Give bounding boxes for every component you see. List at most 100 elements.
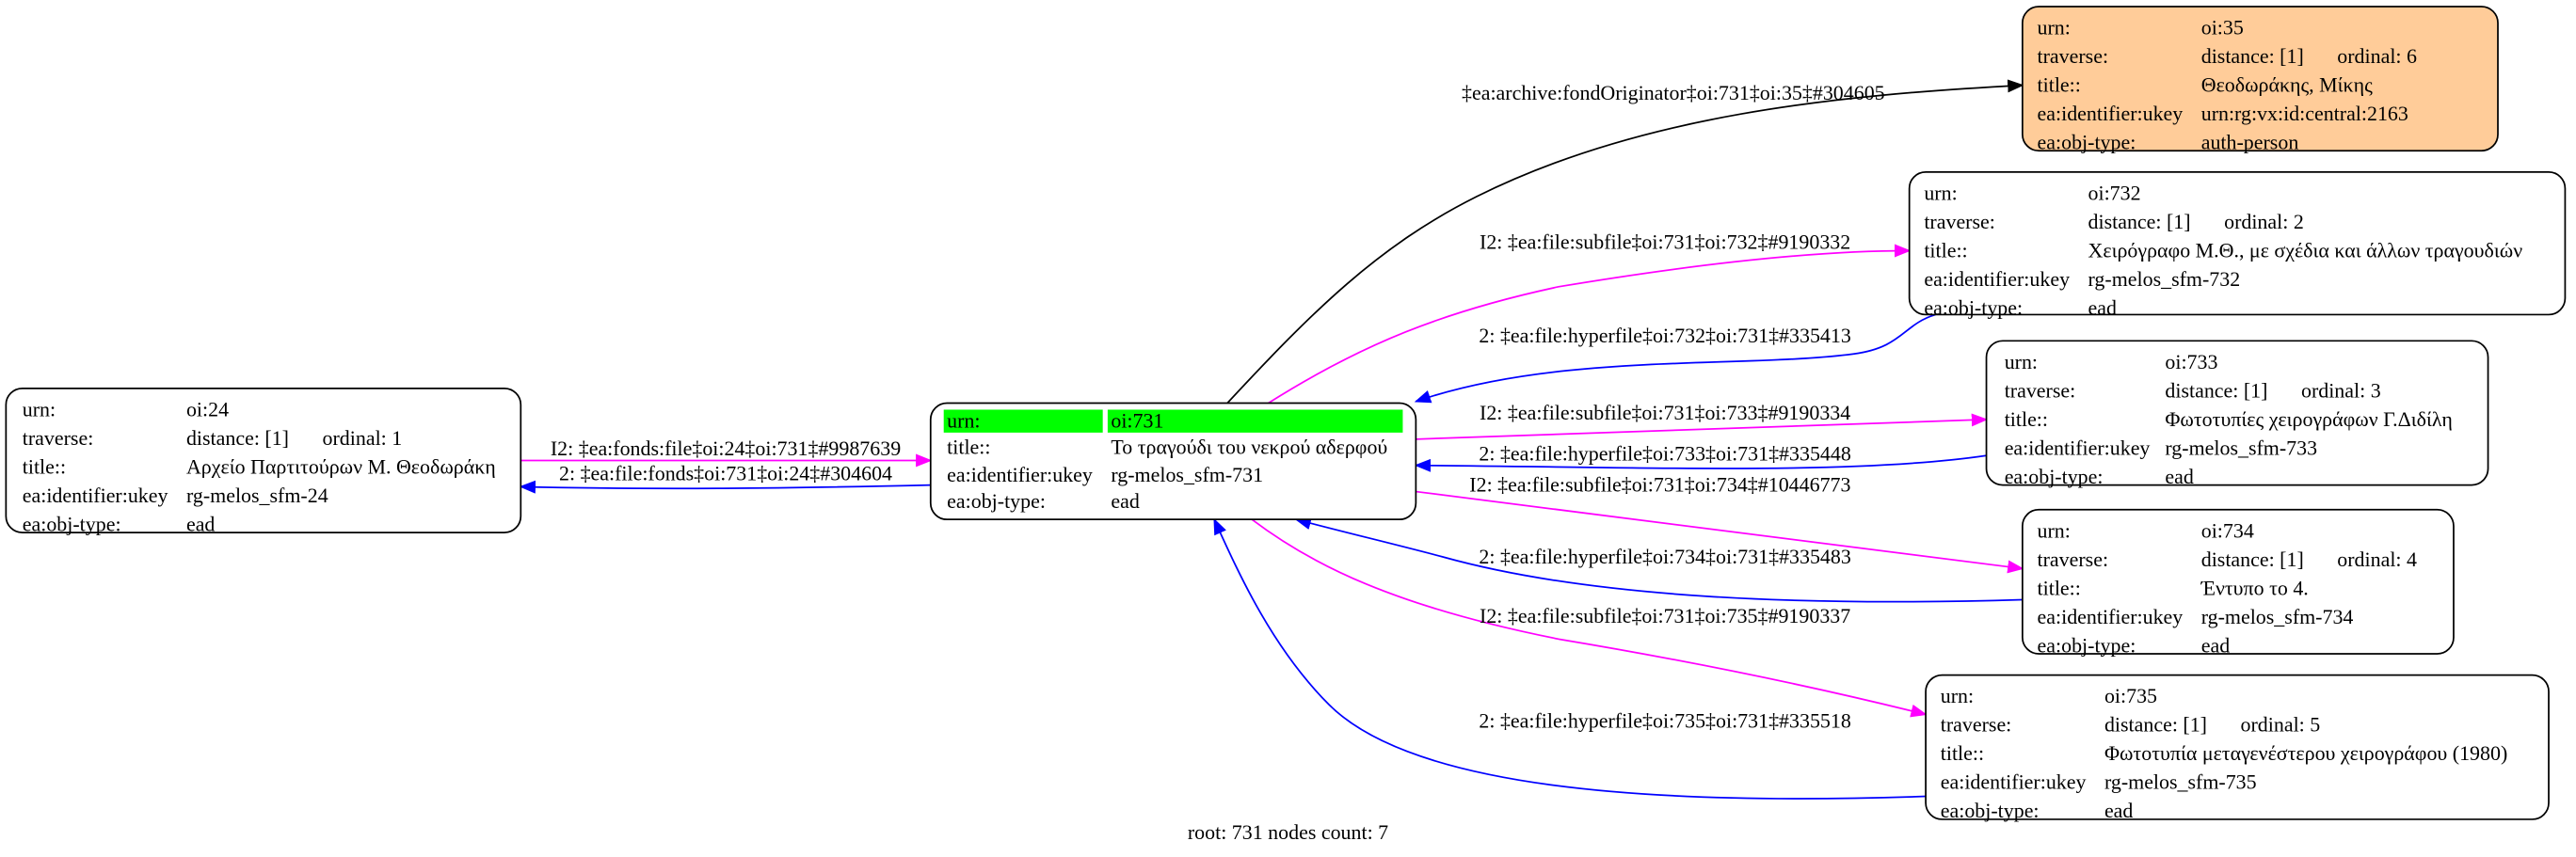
field-value: rg-melos_sfm-733 bbox=[2165, 436, 2317, 459]
field-label: traverse: bbox=[23, 426, 94, 450]
field-label: ea:identifier:ukey bbox=[2005, 436, 2151, 459]
field-value: Αρχείο Παρτιτούρων Μ. Θεοδωράκη bbox=[186, 454, 496, 478]
field-label: urn: bbox=[1941, 684, 1974, 707]
field-value: Χειρόγραφο Μ.Θ., με σχέδια και άλλων τρα… bbox=[2088, 238, 2523, 262]
edge-label: ‡ea:archive:fondOriginator‡oi:731‡oi:35‡… bbox=[1462, 81, 1885, 104]
nodes: urn: oi:24 traverse: distance: [1] ordinal: … bbox=[5, 6, 2567, 823]
field-label: ea:obj-type: bbox=[2038, 633, 2136, 657]
field-label: traverse: bbox=[2038, 44, 2109, 68]
field-value: rg-melos_sfm-734 bbox=[2201, 605, 2354, 628]
field-value: distance: [1] bbox=[186, 426, 289, 450]
edges: I2: ‡ea:fonds:file‡oi:24‡oi:731‡#9987639… bbox=[519, 79, 2024, 800]
field-label: title:: bbox=[1924, 238, 1967, 262]
edge-label: I2: ‡ea:fonds:file‡oi:24‡oi:731‡#9987639 bbox=[551, 436, 901, 460]
field-label: ea:obj-type: bbox=[2038, 131, 2136, 154]
field-ordinal: ordinal: 1 bbox=[323, 426, 403, 450]
node-box bbox=[1925, 674, 2550, 820]
field-label: urn: bbox=[2038, 518, 2071, 542]
field-label: ea:identifier:ukey bbox=[947, 463, 1093, 486]
field-value: distance: [1] bbox=[2104, 713, 2207, 737]
edge-e6 bbox=[1416, 413, 1989, 440]
field-value: rg-melos_sfm-24 bbox=[186, 484, 328, 507]
field-label: traverse: bbox=[1924, 210, 1995, 233]
field-value: rg-melos_sfm-732 bbox=[2088, 267, 2241, 291]
field-value: Το τραγούδι του νεκρού αδερφού bbox=[1111, 435, 1387, 458]
field-value: Φωτοτυπίες χειρογράφων Γ.Διδίλη bbox=[2165, 407, 2452, 431]
field-value: oi:24 bbox=[186, 397, 229, 421]
field-label: ea:identifier:ukey bbox=[23, 484, 168, 507]
field-value: oi:731 bbox=[1111, 409, 1163, 433]
field-value: ead bbox=[186, 512, 215, 535]
field-value: auth-person bbox=[2201, 131, 2299, 154]
field-value: rg-melos_sfm-735 bbox=[2104, 770, 2257, 794]
field-value: ead bbox=[2104, 799, 2133, 822]
edge-label: I2: ‡ea:file:subfile‡oi:731‡oi:734‡#1044… bbox=[1469, 473, 1850, 497]
edge-label: 2: ‡ea:file:hyperfile‡oi:732‡oi:731‡#335… bbox=[1479, 324, 1850, 347]
field-label: urn: bbox=[947, 409, 980, 433]
field-label: ea:obj-type: bbox=[1941, 799, 2040, 822]
field-value: oi:733 bbox=[2165, 350, 2217, 373]
field-value: ead bbox=[2165, 465, 2193, 488]
node-24[interactable]: urn: oi:24 traverse: distance: [1] ordinal: … bbox=[5, 387, 522, 536]
field-label: traverse: bbox=[2038, 548, 2109, 571]
field-value: oi:735 bbox=[2104, 684, 2157, 707]
field-label: title:: bbox=[2005, 407, 2048, 431]
field-value: Έντυπο το 4. bbox=[2200, 576, 2309, 599]
node-box bbox=[1908, 171, 2567, 316]
field-ordinal: ordinal: 3 bbox=[2301, 378, 2381, 402]
field-label: ea:obj-type: bbox=[2005, 465, 2104, 488]
field-label: title:: bbox=[1941, 741, 1984, 765]
field-label: ea:obj-type: bbox=[947, 489, 1046, 513]
edge-label: 2: ‡ea:file:hyperfile‡oi:734‡oi:731‡#335… bbox=[1479, 545, 1850, 568]
field-label: urn: bbox=[1924, 182, 1957, 205]
field-value: distance: [1] bbox=[2201, 44, 2304, 68]
edge-e9 bbox=[1294, 516, 2023, 603]
edge-e8 bbox=[1416, 490, 2024, 574]
edge-e2 bbox=[519, 480, 931, 494]
field-value: urn:rg:vx:id:central:2163 bbox=[2201, 102, 2408, 125]
field-value: oi:734 bbox=[2201, 518, 2254, 542]
edge-label: 2: ‡ea:file:hyperfile‡oi:733‡oi:731‡#335… bbox=[1479, 441, 1850, 465]
field-value: ead bbox=[2201, 633, 2230, 657]
field-value: distance: [1] bbox=[2165, 378, 2267, 402]
highlight-cell bbox=[1107, 409, 1403, 433]
edge-label: I2: ‡ea:file:subfile‡oi:731‡oi:735‡#9190… bbox=[1480, 604, 1850, 627]
edge-label: 2: ‡ea:file:hyperfile‡oi:735‡oi:731‡#335… bbox=[1479, 708, 1850, 732]
edge-label: I2: ‡ea:file:subfile‡oi:731‡oi:733‡#9190… bbox=[1480, 401, 1850, 424]
field-value: distance: [1] bbox=[2088, 210, 2191, 233]
field-value: ead bbox=[2088, 295, 2117, 319]
node-box bbox=[1985, 340, 2489, 486]
field-ordinal: ordinal: 6 bbox=[2337, 44, 2417, 68]
field-label: urn: bbox=[2038, 16, 2071, 40]
field-value: Φωτοτυπία μεταγενέστερου χειρογράφου (19… bbox=[2104, 741, 2507, 765]
field-value: oi:35 bbox=[2201, 16, 2244, 40]
edge-e3 bbox=[1226, 79, 2024, 405]
field-label: urn: bbox=[23, 397, 56, 421]
field-value: oi:732 bbox=[2088, 182, 2141, 205]
field-label: title:: bbox=[23, 454, 66, 478]
edge-e5 bbox=[1414, 313, 1936, 404]
field-label: ea:identifier:ukey bbox=[1924, 267, 2070, 291]
edge-label: I2: ‡ea:file:subfile‡oi:731‡oi:732‡#9190… bbox=[1480, 230, 1850, 254]
field-value: ead bbox=[1111, 489, 1139, 513]
edge-e11 bbox=[1213, 517, 1927, 800]
node-box bbox=[5, 387, 522, 533]
edge-e7 bbox=[1414, 454, 1987, 472]
field-label: ea:obj-type: bbox=[1924, 295, 2023, 319]
field-label: ea:identifier:ukey bbox=[1941, 770, 2087, 794]
node-35[interactable]: urn: oi:35 traverse: distance: [1] ordinal: … bbox=[2021, 6, 2499, 154]
footer-label: root: 731 nodes count: 7 bbox=[1188, 820, 1388, 844]
field-label: title:: bbox=[947, 435, 990, 458]
edge-e4 bbox=[1268, 244, 1912, 405]
edge-e10 bbox=[1251, 518, 1928, 718]
field-label: urn: bbox=[2005, 350, 2038, 373]
field-value: Θεοδωράκης, Μίκης bbox=[2201, 73, 2373, 97]
field-value: rg-melos_sfm-731 bbox=[1111, 463, 1263, 486]
field-label: ea:identifier:ukey bbox=[2038, 605, 2184, 628]
